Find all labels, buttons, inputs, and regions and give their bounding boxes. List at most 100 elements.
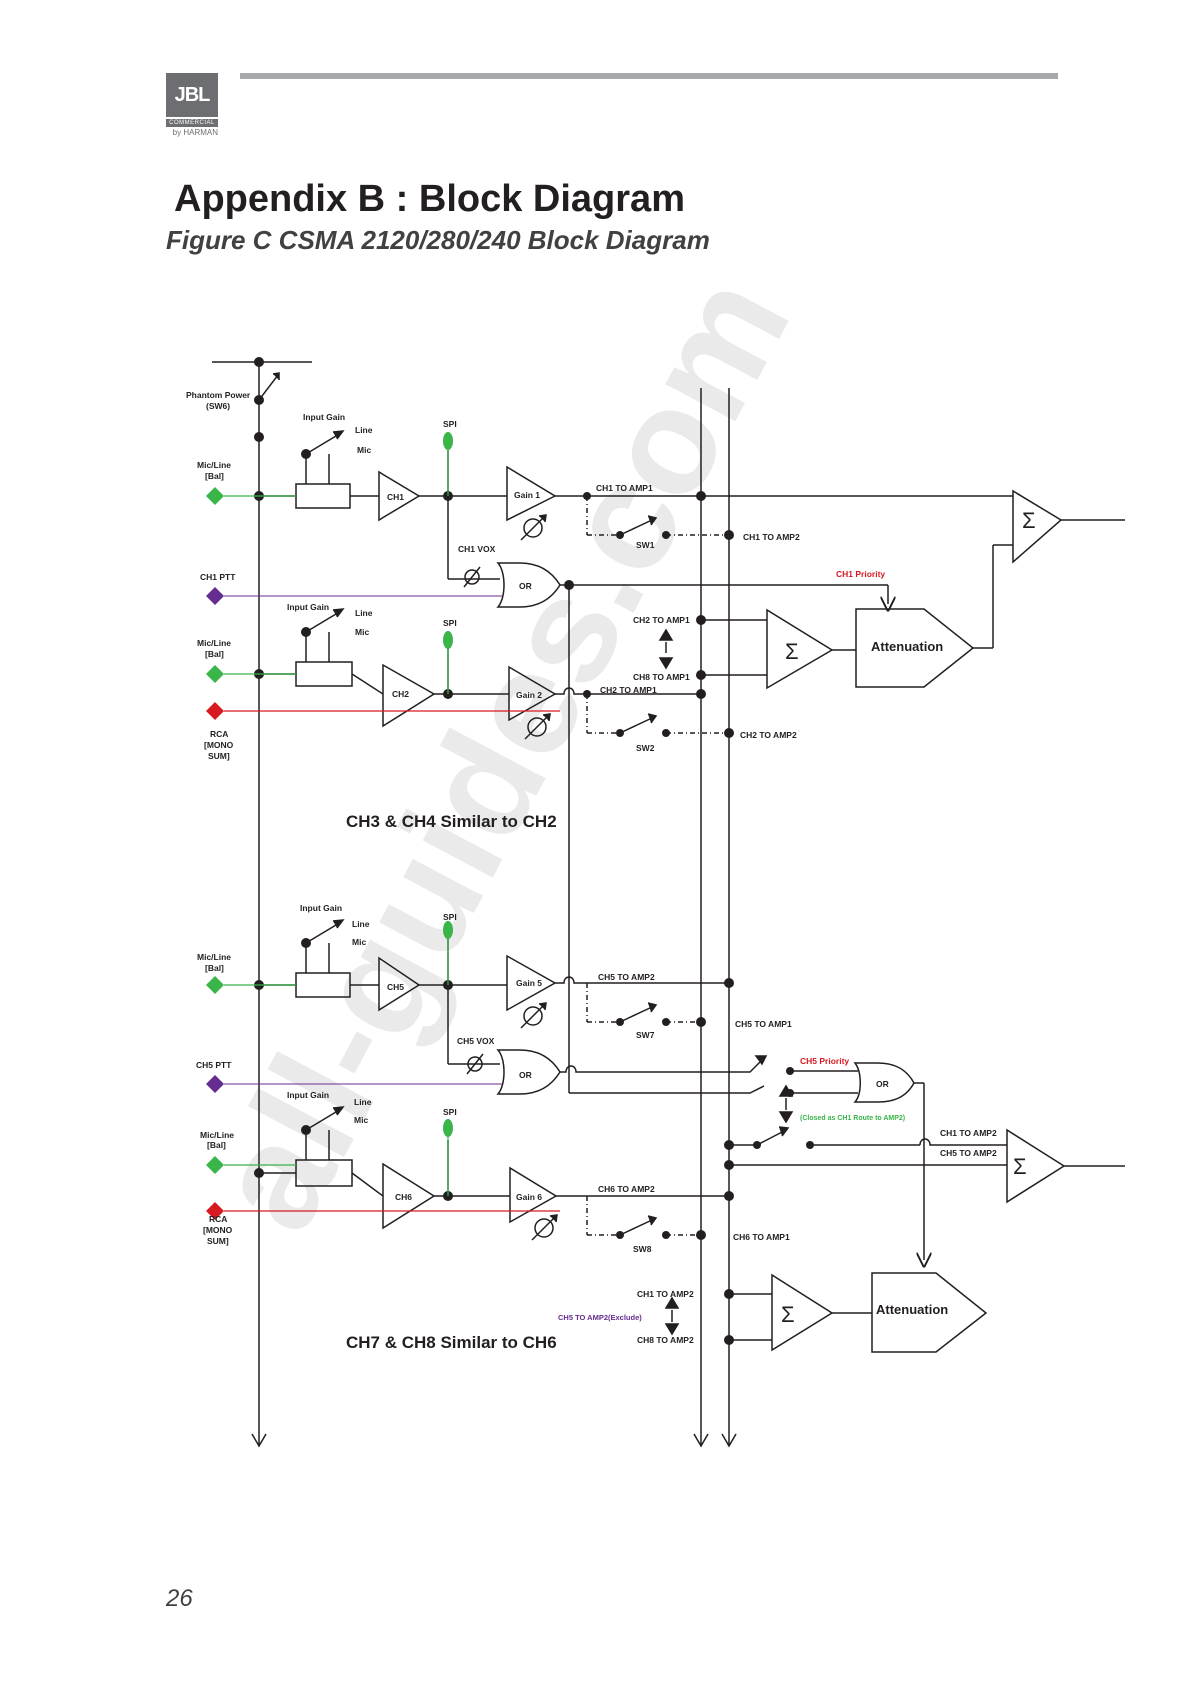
logo-brand: JBL bbox=[166, 73, 218, 117]
rca-ch2: RCA bbox=[210, 729, 228, 739]
ch5-priority: CH5 Priority bbox=[800, 1056, 849, 1066]
sigma-amp1: Σ bbox=[785, 639, 799, 664]
spi-indicators bbox=[443, 432, 453, 1137]
mic-ch6: Mic bbox=[354, 1115, 368, 1125]
ptt-input-ch5 bbox=[206, 1075, 224, 1093]
phantom-sw-label: (SW6) bbox=[206, 401, 230, 411]
ch2-to-amp1-label: CH2 TO AMP1 bbox=[633, 615, 690, 625]
sw2-label: SW2 bbox=[636, 743, 655, 753]
spi-ch2: SPI bbox=[443, 618, 457, 628]
watermark: all-guides.com bbox=[180, 249, 821, 1255]
bal-ch5: [Bal] bbox=[205, 963, 224, 973]
mono-ch6: [MONO bbox=[203, 1225, 233, 1235]
input-gain-ch5: Input Gain bbox=[300, 903, 342, 913]
line-ch2: Line bbox=[355, 608, 373, 618]
attenuation-amp2: Attenuation bbox=[876, 1302, 948, 1317]
spi-ch1: SPI bbox=[443, 419, 457, 429]
line-ch6: Line bbox=[354, 1097, 372, 1107]
ch1-vox: CH1 VOX bbox=[458, 544, 496, 554]
ch5-block: CH5 bbox=[387, 982, 404, 992]
spi-wires bbox=[224, 450, 449, 1196]
ch6-to-amp1: CH6 TO AMP1 bbox=[733, 1232, 790, 1242]
mic-line-input-ch5 bbox=[206, 976, 224, 994]
line-ch1: Line bbox=[355, 425, 373, 435]
ptt-input-ch1 bbox=[206, 587, 224, 605]
sigma-amp2: Σ bbox=[781, 1302, 795, 1327]
mono-ch2: [MONO bbox=[204, 740, 234, 750]
ch1-to-amp2: CH1 TO AMP2 bbox=[743, 532, 800, 542]
phantom-power-label: Phantom Power bbox=[186, 390, 251, 400]
ch6-to-amp2: CH6 TO AMP2 bbox=[598, 1184, 655, 1194]
logo-line3: by HARMAN bbox=[172, 128, 218, 137]
page-title: Appendix B : Block Diagram bbox=[174, 178, 685, 220]
ch8-to-amp1: CH8 TO AMP1 bbox=[633, 672, 690, 682]
mic-ch5: Mic bbox=[352, 937, 366, 947]
ch1-priority: CH1 Priority bbox=[836, 569, 885, 579]
closed-note: (Closed as CH1 Route to AMP2) bbox=[800, 1115, 905, 1122]
rca-input-ch2 bbox=[206, 702, 224, 720]
mic-ch1: Mic bbox=[357, 445, 371, 455]
ch5-to-amp2: CH5 TO AMP2 bbox=[598, 972, 655, 982]
ch2-to-amp2: CH2 TO AMP2 bbox=[740, 730, 797, 740]
ch5-to-amp1: CH5 TO AMP1 bbox=[735, 1019, 792, 1029]
gain2-block: Gain 2 bbox=[516, 690, 542, 700]
ch1-to-amp1: CH1 TO AMP1 bbox=[596, 483, 653, 493]
sum-ch6: SUM] bbox=[207, 1236, 229, 1246]
junctions bbox=[254, 357, 814, 1345]
ch5-to-amp2-bus: CH5 TO AMP2 bbox=[940, 1148, 997, 1158]
bal-ch2: [Bal] bbox=[205, 649, 224, 659]
mic-line-ch2: Mic/Line bbox=[197, 638, 231, 648]
sw7-label: SW7 bbox=[636, 1030, 655, 1040]
mic-ch2: Mic bbox=[355, 627, 369, 637]
mic-line-ch1: Mic/Line bbox=[197, 460, 231, 470]
line-ch5: Line bbox=[352, 919, 370, 929]
input-connectors bbox=[206, 487, 224, 1220]
or-gate-ch5: OR bbox=[519, 1070, 532, 1080]
ch8-to-amp2: CH8 TO AMP2 bbox=[637, 1335, 694, 1345]
jbl-logo: JBL COMMERCIAL by HARMAN bbox=[166, 73, 218, 137]
sigma-amp2-out: Σ bbox=[1013, 1154, 1027, 1179]
figure-caption: Figure C CSMA 2120/280/240 Block Diagram bbox=[166, 225, 710, 255]
ch6-block: CH6 bbox=[395, 1192, 412, 1202]
mic-line-input-ch2 bbox=[206, 665, 224, 683]
bal-ch6: [Bal] bbox=[207, 1140, 226, 1150]
similar-ch34: CH3 & CH4 Similar to CH2 bbox=[346, 812, 557, 831]
ch1-to-amp2-bus: CH1 TO AMP2 bbox=[940, 1128, 997, 1138]
mic-line-input-ch6 bbox=[206, 1156, 224, 1174]
bal-ch1: [Bal] bbox=[205, 471, 224, 481]
sw8-label: SW8 bbox=[633, 1244, 652, 1254]
mic-line-ch5: Mic/Line bbox=[197, 952, 231, 962]
header-rule bbox=[240, 73, 1058, 79]
ch1-block: CH1 bbox=[387, 492, 404, 502]
gain1-block: Gain 1 bbox=[514, 490, 540, 500]
or-gate-ch1: OR bbox=[519, 581, 532, 591]
sum-ch2: SUM] bbox=[208, 751, 230, 761]
input-gain-ch1: Input Gain bbox=[303, 412, 345, 422]
input-gain-ch2: Input Gain bbox=[287, 602, 329, 612]
attenuation-amp1: Attenuation bbox=[871, 639, 943, 654]
ch2-block: CH2 bbox=[392, 689, 409, 699]
sigma-amp1-out: Σ bbox=[1022, 508, 1036, 533]
rca-ch6: RCA bbox=[209, 1214, 227, 1224]
similar-ch78: CH7 & CH8 Similar to CH6 bbox=[346, 1333, 557, 1352]
or-gate-priority: OR bbox=[876, 1079, 889, 1089]
ch5-ptt: CH5 PTT bbox=[196, 1060, 232, 1070]
gain6-block: Gain 6 bbox=[516, 1192, 542, 1202]
spi-ch6: SPI bbox=[443, 1107, 457, 1117]
page-number: 26 bbox=[166, 1585, 193, 1612]
spi-ch5: SPI bbox=[443, 912, 457, 922]
diagram-labels: Phantom Power (SW6) Input Gain Line Mic … bbox=[186, 390, 1036, 1352]
ch1-ptt: CH1 PTT bbox=[200, 572, 236, 582]
logo-line2: COMMERCIAL bbox=[166, 119, 218, 127]
mic-line-input-ch1 bbox=[206, 487, 224, 505]
ch5-exclude: CH5 TO AMP2(Exclude) bbox=[558, 1313, 642, 1322]
mic-line-ch6: Mic/Line bbox=[200, 1130, 234, 1140]
gain5-block: Gain 5 bbox=[516, 978, 542, 988]
rca-input-ch6 bbox=[206, 1202, 224, 1220]
sw1-label: SW1 bbox=[636, 540, 655, 550]
input-gain-ch6: Input Gain bbox=[287, 1090, 329, 1100]
ch5-vox: CH5 VOX bbox=[457, 1036, 495, 1046]
ch1-to-amp2-sum: CH1 TO AMP2 bbox=[637, 1289, 694, 1299]
